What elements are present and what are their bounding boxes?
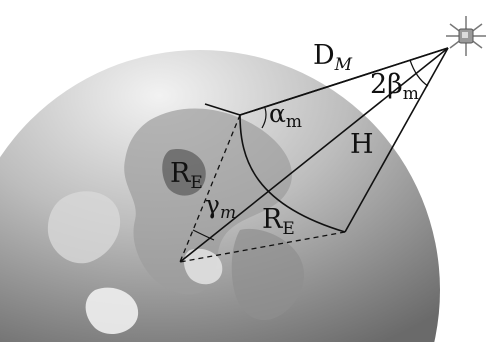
alpha-arc [261, 107, 267, 129]
gamma-arc [192, 229, 215, 241]
label-slant-range: DM [313, 40, 353, 75]
label-altitude: H [350, 129, 374, 160]
line-satellite-to-right [344, 47, 449, 233]
dashed-radius-right [179, 231, 346, 263]
label-earth-radius-center: RE [262, 204, 295, 239]
satellite-icon [446, 16, 486, 56]
label-central-angle: γm [205, 190, 236, 223]
label-earth-radius-left: RE [170, 158, 203, 193]
solid-lines [179, 47, 449, 263]
line-ground-tangent [204, 103, 241, 116]
angle-arcs [192, 59, 429, 241]
dashed-lines [179, 114, 346, 263]
arc-coverage [239, 114, 346, 233]
line-to-edge [239, 47, 449, 116]
line-satellite-to-center [179, 47, 449, 263]
label-elevation-angle: αm [269, 99, 302, 132]
beta-arc [409, 59, 429, 87]
label-half-cone-angle: 2βm [370, 69, 419, 104]
